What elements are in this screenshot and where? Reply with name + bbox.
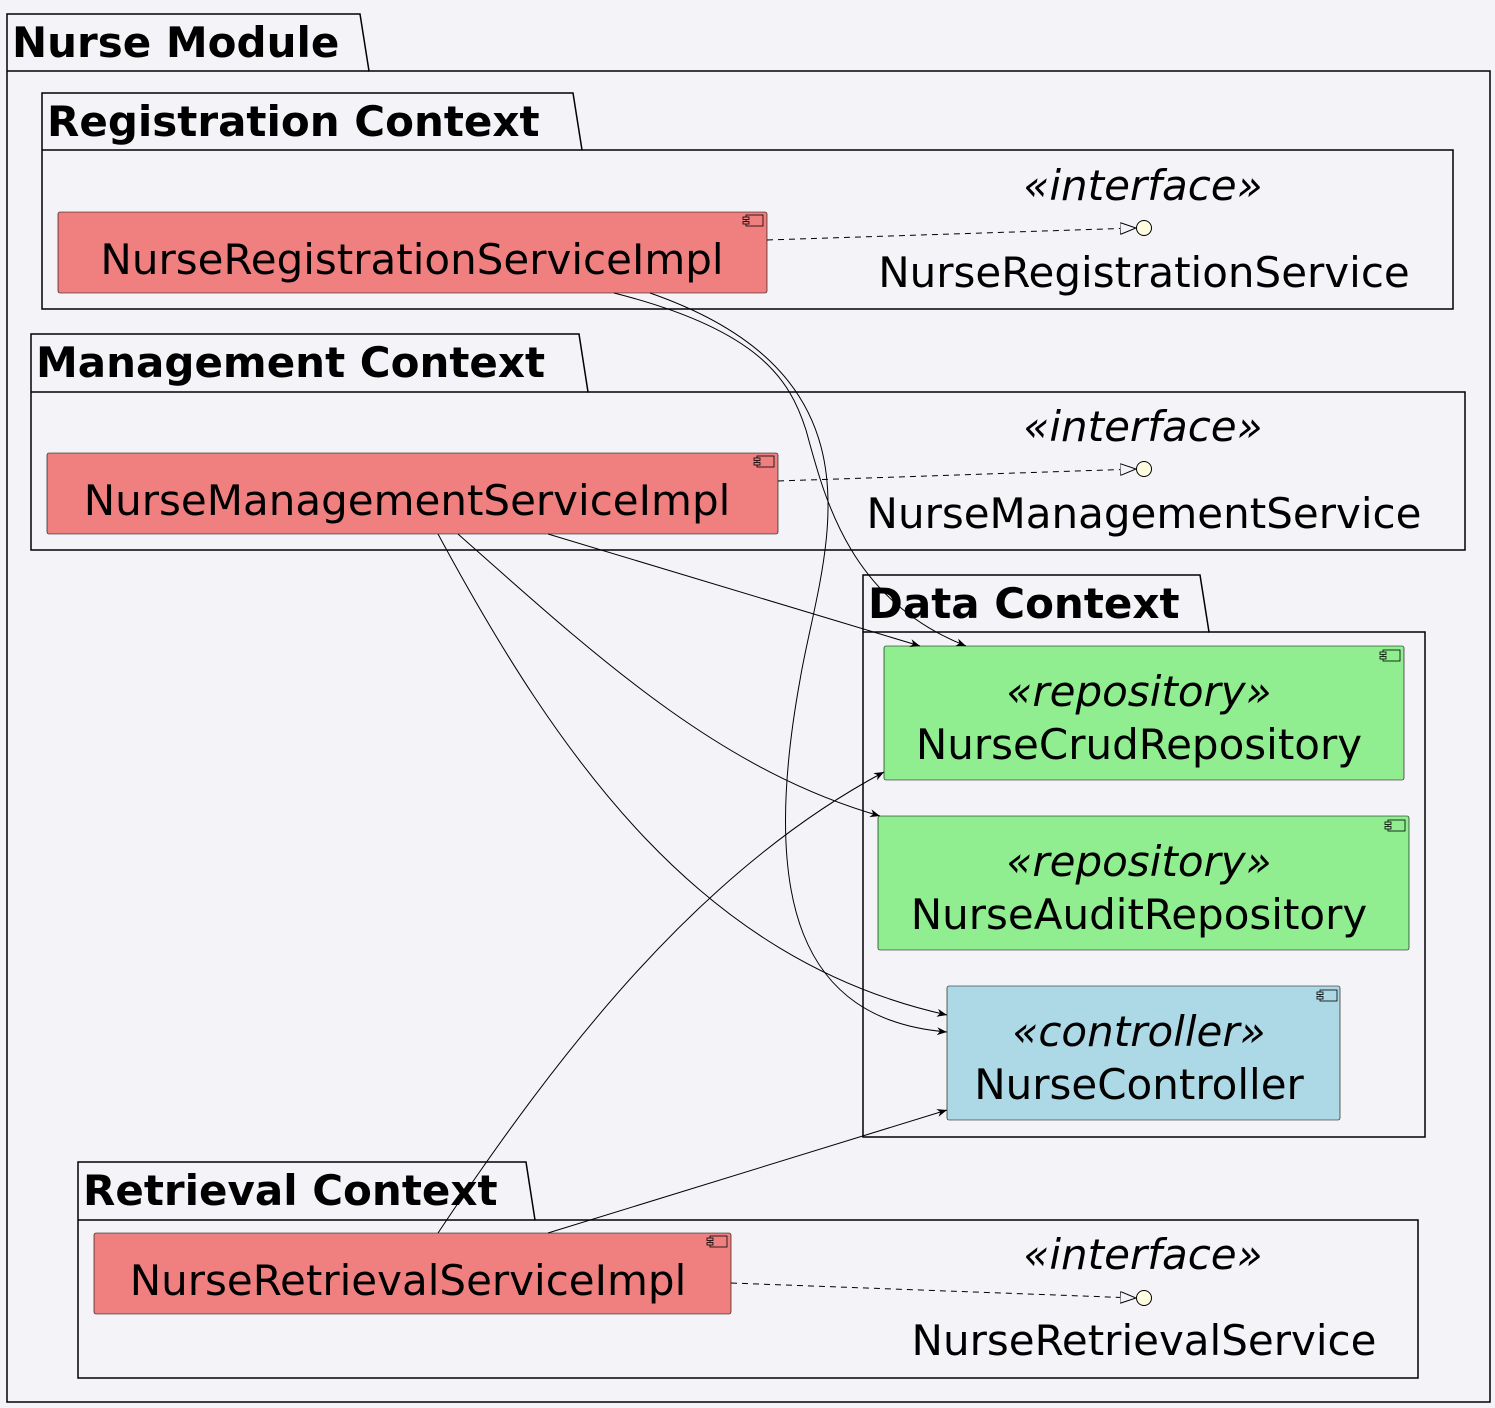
component-icon bbox=[1379, 649, 1401, 662]
package-nurse-module: Nurse Module bbox=[6, 13, 1491, 1403]
dependency-edge-retrieval-controller bbox=[547, 1109, 948, 1234]
interface-lollipop-icon bbox=[1136, 1290, 1152, 1306]
dependency-edge-retrieval-crud bbox=[437, 771, 885, 1234]
interface-label: NurseManagementService bbox=[867, 489, 1422, 538]
dependency-edge-management-audit bbox=[457, 533, 881, 818]
component-label: NurseRegistrationServiceImpl bbox=[100, 235, 723, 284]
dependency-edges bbox=[437, 292, 967, 1234]
component-icon bbox=[742, 214, 764, 227]
component-label: NurseManagementServiceImpl bbox=[84, 476, 731, 525]
dependency-edge-management-controller bbox=[437, 533, 948, 1017]
component-nurse-management-service-impl[interactable]: NurseManagementServiceImpl bbox=[46, 452, 779, 535]
package-title: Nurse Module bbox=[12, 18, 339, 67]
package-retrieval-context: Retrieval Context bbox=[77, 1161, 1419, 1379]
component-nurse-crud-repository[interactable]: «repository» NurseCrudRepository bbox=[883, 645, 1405, 781]
package-registration-context: Registration Context bbox=[41, 92, 1454, 310]
component-icon bbox=[1316, 989, 1338, 1002]
package-management-context: Management Context bbox=[30, 333, 1466, 551]
realizes-edge-management bbox=[777, 469, 1136, 482]
interface-stereotype: «interface» bbox=[1023, 402, 1262, 451]
dependency-edge-registration-crud bbox=[613, 292, 967, 647]
component-label: NurseController bbox=[974, 1060, 1304, 1109]
component-nurse-registration-service-impl[interactable]: NurseRegistrationServiceImpl bbox=[57, 211, 768, 294]
component-icon bbox=[753, 455, 775, 468]
package-title: Registration Context bbox=[47, 97, 540, 146]
component-label: NurseAuditRepository bbox=[911, 890, 1368, 939]
interface-lollipop-icon bbox=[1136, 461, 1152, 477]
dependency-edge-management-crud bbox=[547, 533, 921, 647]
interface-nurse-management-service[interactable]: «interface» NurseManagementService bbox=[867, 402, 1422, 538]
realization-edges bbox=[730, 228, 1136, 1298]
component-stereotype: «controller» bbox=[1012, 1007, 1265, 1056]
interface-label: NurseRegistrationService bbox=[878, 248, 1410, 297]
component-nurse-audit-repository[interactable]: «repository» NurseAuditRepository bbox=[877, 815, 1410, 951]
realizes-edge-retrieval bbox=[730, 1282, 1136, 1298]
package-data-context: Data Context bbox=[862, 574, 1426, 1138]
interface-nurse-retrieval-service[interactable]: «interface» NurseRetrievalService bbox=[912, 1230, 1377, 1365]
component-nurse-retrieval-service-impl[interactable]: NurseRetrievalServiceImpl bbox=[93, 1232, 732, 1315]
component-stereotype: «repository» bbox=[1006, 837, 1271, 886]
package-title: Management Context bbox=[36, 338, 545, 387]
interface-nurse-registration-service[interactable]: «interface» NurseRegistrationService bbox=[878, 161, 1410, 297]
dependency-edge-registration-controller bbox=[649, 292, 948, 1036]
component-label: NurseRetrievalServiceImpl bbox=[130, 1256, 687, 1305]
package-title: Retrieval Context bbox=[83, 1166, 498, 1215]
component-label: NurseCrudRepository bbox=[916, 720, 1362, 769]
component-icon bbox=[1384, 819, 1406, 832]
component-stereotype: «repository» bbox=[1006, 667, 1271, 716]
package-title: Data Context bbox=[868, 579, 1180, 628]
component-nurse-controller[interactable]: «controller» NurseController bbox=[946, 985, 1341, 1121]
realizes-edge-registration bbox=[766, 228, 1136, 241]
component-icon bbox=[706, 1235, 728, 1248]
interface-lollipop-icon bbox=[1136, 220, 1152, 236]
interface-label: NurseRetrievalService bbox=[912, 1316, 1377, 1365]
interface-stereotype: «interface» bbox=[1023, 161, 1262, 210]
interface-stereotype: «interface» bbox=[1023, 1230, 1262, 1279]
